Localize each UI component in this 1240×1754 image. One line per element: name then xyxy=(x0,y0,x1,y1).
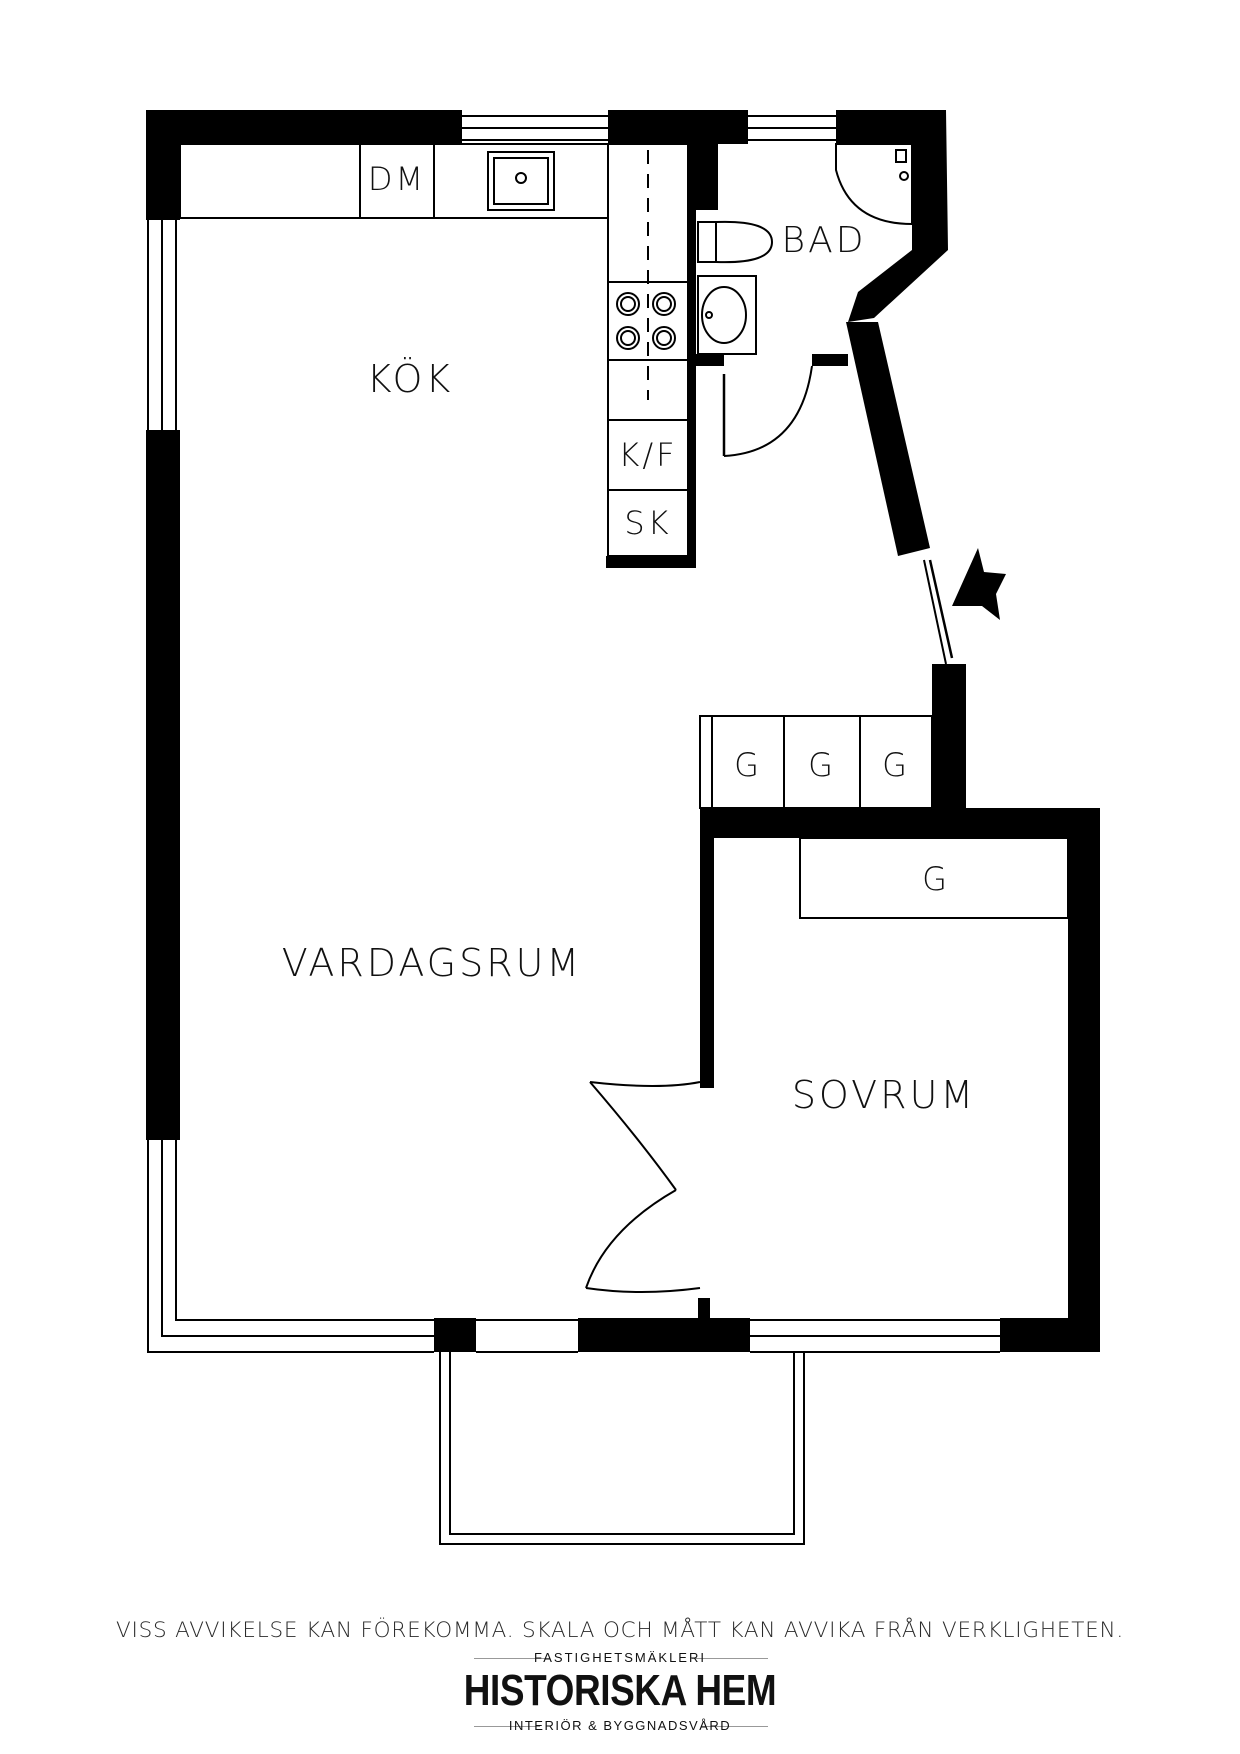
toilet-icon xyxy=(697,221,717,263)
wall-bath-partition-low xyxy=(688,210,696,560)
wall-entrance-lower xyxy=(932,664,966,816)
wardrobe-bedroom-box xyxy=(799,837,1069,919)
logo-tagline-bottom: INTERIÖR & BYGGNADSVÅRD xyxy=(508,1718,732,1733)
logo-rule-top-right xyxy=(692,1658,768,1659)
wall-bath-partition xyxy=(688,140,718,210)
wall-bedroom-stub xyxy=(698,1298,710,1322)
disclaimer-text: VISS AVVIKELSE KAN FÖREKOMMA. SKALA OCH … xyxy=(115,1618,1125,1643)
sink xyxy=(487,151,555,211)
dishwasher-box xyxy=(359,143,435,219)
logo-rule-bottom-left xyxy=(474,1726,540,1727)
bathroom-label: BAD xyxy=(782,220,867,261)
wall-left-middle xyxy=(146,430,180,1140)
cabinet-box xyxy=(607,489,689,557)
bathroom-fixtures xyxy=(697,143,913,355)
kitchen-label: KÖK xyxy=(367,357,454,401)
bedroom-door xyxy=(589,1081,701,1087)
shower-icon xyxy=(835,143,913,226)
logo-tagline-top: FASTIGHETSMÄKLERI xyxy=(534,1650,706,1665)
wall-entrance-diagonal xyxy=(846,322,930,556)
sink-drain-icon xyxy=(515,172,527,184)
wall-bottom-2 xyxy=(578,1318,750,1352)
balcony xyxy=(439,1352,805,1545)
logo-wordmark: HISTORISKA HEM xyxy=(463,1666,777,1715)
wall-kitchen-end xyxy=(606,556,696,568)
windows xyxy=(147,115,1000,1353)
wardrobe-label-3: G xyxy=(882,746,910,784)
wardrobe-label-2: G xyxy=(808,746,836,784)
walls xyxy=(146,110,1100,1352)
wall-bedroom-right xyxy=(1068,808,1100,1328)
stove-burner-icon xyxy=(616,326,640,350)
entrance-arrow-icon xyxy=(952,548,1006,620)
kitchen-counters xyxy=(179,143,689,557)
wall-bath-right xyxy=(848,110,948,322)
wall-top-left xyxy=(146,110,462,144)
living-room-label: VARDAGSRUM xyxy=(282,941,582,985)
wardrobe-label-4: G xyxy=(922,860,950,898)
wardrobes xyxy=(699,715,1069,919)
dishwasher-label: DM xyxy=(368,160,426,198)
labels: DM BAD KÖK K/F SK G G G G VARDAGSRUM SOV… xyxy=(282,160,976,1117)
bedroom-label: SOVRUM xyxy=(792,1073,976,1117)
logo-rule-bottom-right xyxy=(702,1726,768,1727)
stove-burner-icon xyxy=(652,292,676,316)
wall-bottom-1 xyxy=(434,1318,476,1352)
washbasin-icon xyxy=(697,275,757,355)
wall-top-middle xyxy=(608,110,748,144)
logo-rule-top-left xyxy=(474,1658,550,1659)
wall-bedroom-top xyxy=(700,808,1100,838)
wall-bath-bottom-right xyxy=(812,354,848,366)
fridge-freezer-label: K/F xyxy=(618,436,677,474)
wall-bath-bottom xyxy=(688,354,724,366)
wardrobe-box xyxy=(699,715,933,809)
wall-left-upper xyxy=(146,110,180,220)
entrance-door xyxy=(928,559,954,659)
doors xyxy=(585,365,1006,1293)
cabinet-label: SK xyxy=(624,504,671,542)
wall-bottom-3 xyxy=(1000,1318,1100,1352)
wall-bedroom-left xyxy=(700,808,714,1088)
wardrobe-label-1: G xyxy=(734,746,762,784)
stove-burner-icon xyxy=(616,292,640,316)
stove-burner-icon xyxy=(652,326,676,350)
